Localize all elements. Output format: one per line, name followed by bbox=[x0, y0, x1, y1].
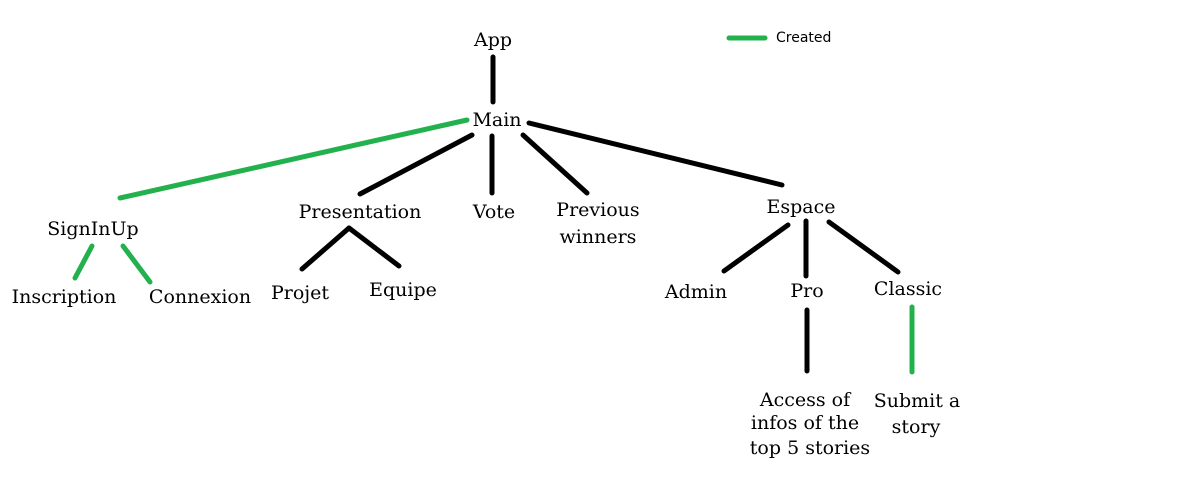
node-pro: Pro bbox=[790, 280, 823, 302]
edges bbox=[72, 54, 915, 375]
node-equipe: Equipe bbox=[369, 279, 437, 301]
node-submit-story-line-1: Submit a bbox=[874, 390, 961, 412]
node-previous-winners: Previous winners bbox=[556, 199, 645, 248]
node-espace: Espace bbox=[767, 196, 836, 218]
node-access-infos-line-3: top 5 stories bbox=[750, 437, 870, 459]
node-connexion: Connexion bbox=[149, 286, 251, 308]
edge-signinup-inscription bbox=[72, 243, 95, 281]
edge-signinup-connexion bbox=[120, 243, 153, 285]
node-previous-winners-line-1: Previous bbox=[556, 199, 639, 221]
node-vote: Vote bbox=[472, 201, 515, 223]
edge-main-previous-winners bbox=[520, 132, 590, 196]
edge-main-signinup bbox=[117, 117, 470, 201]
node-signinup: SignInUp bbox=[47, 218, 138, 240]
node-presentation: Presentation bbox=[299, 201, 422, 223]
node-previous-winners-line-2: winners bbox=[560, 226, 637, 248]
edge-espace-admin bbox=[721, 222, 791, 274]
edge-main-presentation bbox=[357, 132, 475, 197]
edge-espace-classic bbox=[826, 219, 901, 275]
edge-presentation-equipe bbox=[346, 225, 402, 269]
edge-presentation-projet bbox=[299, 225, 352, 272]
node-app: App bbox=[473, 29, 512, 51]
node-access-infos-line-2: infos of the bbox=[751, 412, 859, 434]
node-submit-story: Submit a story bbox=[874, 390, 967, 438]
node-submit-story-line-2: story bbox=[892, 416, 941, 438]
node-main: Main bbox=[472, 109, 521, 131]
node-projet: Projet bbox=[271, 282, 329, 304]
node-admin: Admin bbox=[664, 281, 727, 303]
edge-main-espace bbox=[526, 120, 785, 188]
nodes: App Main SignInUp Presentation Vote Prev… bbox=[12, 29, 967, 459]
node-classic: Classic bbox=[874, 278, 942, 300]
legend: Created bbox=[726, 30, 831, 46]
node-inscription: Inscription bbox=[12, 286, 117, 308]
node-access-infos: Access of infos of the top 5 stories bbox=[750, 389, 870, 459]
node-access-infos-line-1: Access of bbox=[759, 389, 852, 411]
legend-label: Created bbox=[776, 30, 831, 46]
